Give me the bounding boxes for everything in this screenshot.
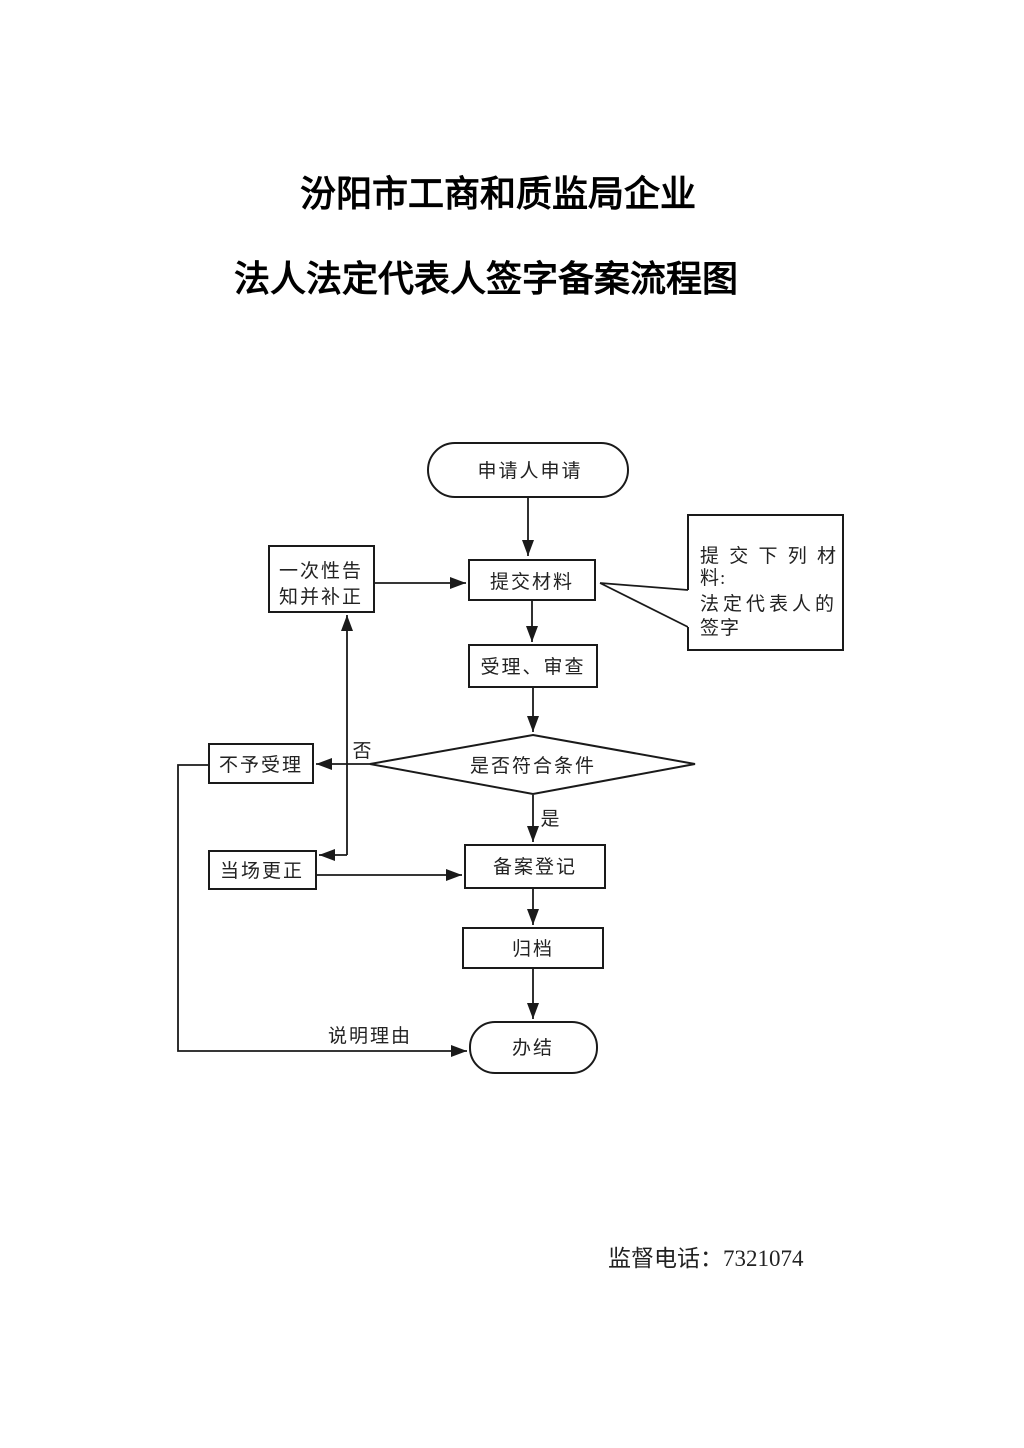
decision-diamond — [369, 733, 696, 796]
archive-box — [462, 927, 604, 969]
reject-box — [208, 743, 314, 784]
correct-box — [208, 850, 317, 890]
reason-label: 说明理由 — [328, 1025, 412, 1047]
correct-label: 当场更正 — [220, 860, 304, 882]
node-start: 申请人申请 — [427, 442, 629, 498]
review-box — [468, 644, 598, 688]
submit-box — [468, 559, 596, 601]
notify-label-line2: 知并补正 — [279, 586, 363, 608]
start-oval — [427, 442, 629, 498]
node-correct: 当场更正 — [208, 850, 317, 890]
node-reject: 不予受理 — [208, 743, 314, 784]
reject-label: 不予受理 — [219, 754, 303, 776]
edge-reject-to-finish — [177, 764, 467, 1057]
node-decision: 是否符合条件 — [369, 733, 696, 796]
node-finish: 办结 — [469, 1021, 598, 1074]
register-label: 备案登记 — [493, 856, 577, 878]
register-box — [464, 844, 606, 889]
branch-yes-label: 是 — [540, 809, 561, 830]
node-notify: 一次性告 知并补正 — [268, 545, 375, 613]
callout-label-line2: 料: — [700, 567, 726, 589]
submit-label: 提交材料 — [490, 571, 574, 593]
decision-label: 是否符合条件 — [470, 755, 596, 777]
finish-label: 办结 — [512, 1037, 554, 1059]
start-label: 申请人申请 — [477, 460, 582, 482]
document-title-line2: 法人法定代表人签字备案流程图 — [234, 259, 738, 299]
document-title-line1: 汾阳市工商和质监局企业 — [300, 173, 696, 214]
node-callout: 提交下列材 料: 法定代表人的 签字 — [687, 514, 844, 651]
review-label: 受理、审查 — [480, 656, 585, 678]
archive-label: 归档 — [512, 938, 554, 960]
node-submit: 提交材料 — [468, 559, 596, 601]
callout-label-line1: 提交下列材 — [700, 545, 837, 567]
callout-pointer — [599, 582, 689, 628]
node-register: 备案登记 — [464, 844, 606, 889]
callout-label-line4: 签字 — [700, 617, 740, 639]
notify-box — [268, 545, 375, 613]
node-review: 受理、审查 — [468, 644, 598, 688]
branch-no-label: 否 — [352, 741, 373, 762]
node-archive: 归档 — [462, 927, 604, 969]
finish-oval — [469, 1021, 598, 1074]
supervision-phone: 监督电话：7321074 — [608, 1246, 804, 1271]
notify-label-line1: 一次性告 — [279, 560, 363, 582]
callout-box — [687, 514, 844, 651]
